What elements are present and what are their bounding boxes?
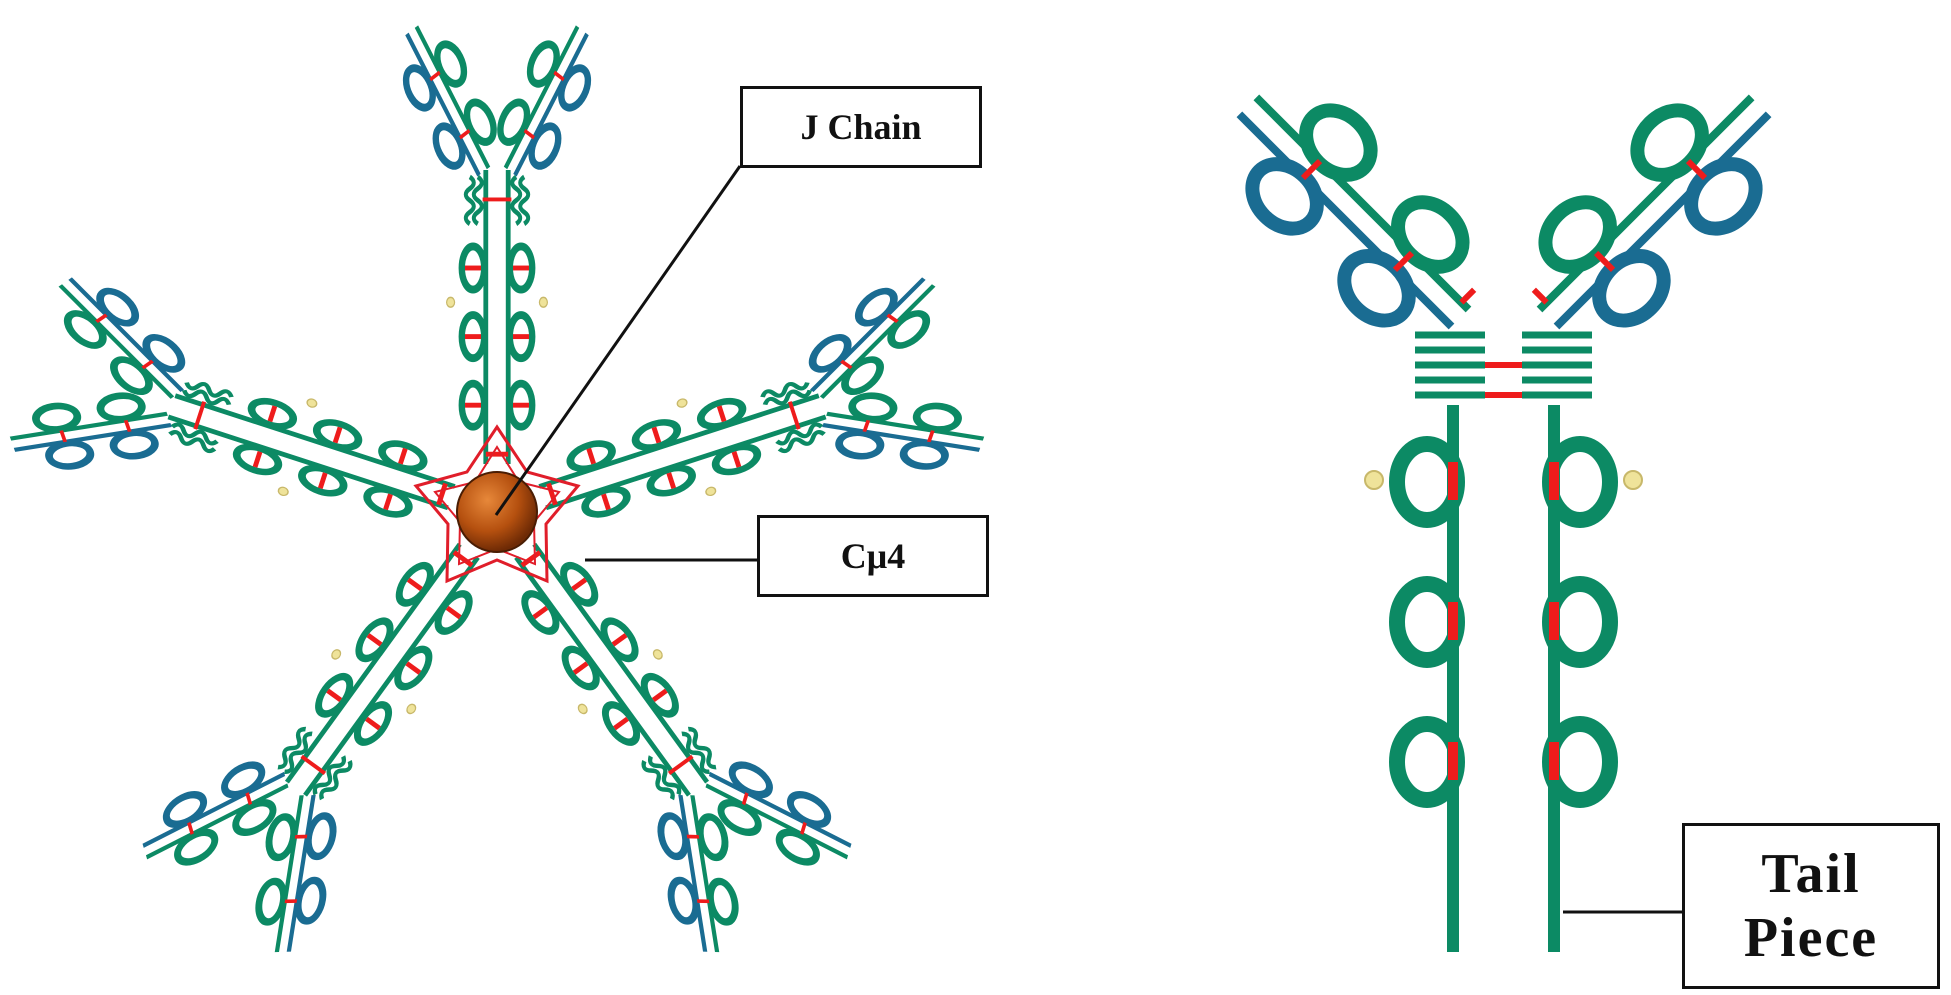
fab-left bbox=[1236, 94, 1477, 330]
c-mu4-ring bbox=[413, 424, 581, 584]
pentamer-arm-1 bbox=[387, 11, 608, 464]
tail-piece-label-line2: Piece bbox=[1743, 907, 1879, 969]
j-chain-leader-line bbox=[494, 165, 742, 516]
j-chain-label-text: J Chain bbox=[800, 107, 922, 147]
tail-piece-label-line1: Tail bbox=[1761, 842, 1861, 905]
pentamer-arm-4 bbox=[113, 486, 558, 982]
j-chain-label: J Chain bbox=[740, 86, 982, 168]
igm-monomer bbox=[1236, 94, 1772, 952]
hinge-region bbox=[1415, 331, 1592, 399]
fab-right bbox=[1531, 94, 1772, 330]
carbohydrate-left bbox=[1364, 470, 1384, 490]
c-mu4-label: Cμ4 bbox=[757, 515, 989, 597]
tail-piece-label: Tail Piece bbox=[1682, 823, 1940, 989]
c-mu4-label-text: Cμ4 bbox=[840, 536, 906, 576]
pentamer-arm-5 bbox=[0, 252, 485, 602]
carbohydrate-right bbox=[1623, 470, 1643, 490]
